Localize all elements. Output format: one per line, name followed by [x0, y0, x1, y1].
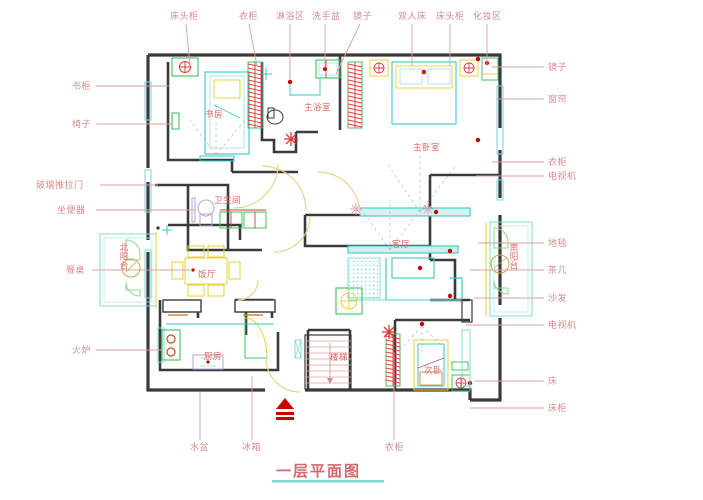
- annotation-bedside-cabinet: 床柜: [548, 404, 568, 414]
- annotation-tv-lower: 电视机: [548, 321, 577, 331]
- room-label-living-room: 客厅: [392, 240, 411, 250]
- room-label-kitchen: 厨房: [204, 352, 223, 362]
- annotation-makeup-area: 化妆区: [473, 12, 502, 22]
- annotation-leader-lines: [92, 23, 544, 440]
- room-study-furniture: [144, 57, 263, 299]
- annotation-nightstand-right: 床头柜: [436, 12, 465, 22]
- annotation-chair-left: 椅子: [72, 120, 92, 130]
- room-label-master-bathroom: 主浴室: [304, 103, 332, 113]
- annotation-double-bed: 双人床: [398, 12, 427, 22]
- title-underline: [272, 480, 384, 483]
- annotation-washbasin: 洗手盆: [312, 12, 341, 22]
- annotation-wardrobe-bottom: 衣柜: [385, 443, 405, 453]
- entrance-arrow: [276, 398, 294, 420]
- annotation-wardrobe-top: 衣柜: [239, 12, 259, 22]
- door-swings: [233, 163, 361, 393]
- room-living-furniture: [335, 200, 463, 315]
- annotation-carpet: 地毯: [548, 239, 568, 249]
- annotation-dining-table: 餐桌: [66, 266, 86, 276]
- room-kitchen-furniture: [157, 299, 276, 370]
- room-label-wc: 卫生间: [214, 196, 242, 206]
- room-label-second-bedroom: 次卧: [424, 366, 443, 376]
- annotation-stove: 火炉: [72, 346, 92, 356]
- annotation-glass-slide-door: 玻璃推拉门: [36, 181, 84, 191]
- room-label-north-balcony: 北阳台: [118, 243, 128, 270]
- room-dining-furniture: [171, 245, 241, 297]
- annotation-sofa: 沙发: [548, 294, 568, 304]
- annotation-coffee-table: 茶几: [548, 266, 568, 276]
- room-label-staircase: 楼梯: [330, 353, 349, 363]
- room-south-balcony: [461, 221, 533, 323]
- room-second-bedroom-furniture: [382, 321, 473, 392]
- annotation-mirror-right: 镜子: [548, 63, 568, 73]
- page-title: 一层平面图: [276, 462, 362, 480]
- leader-mirror-top: [335, 23, 361, 75]
- room-label-study: 书房: [205, 110, 224, 120]
- annotation-curtain: 窗帘: [548, 95, 568, 105]
- room-master-bedroom-furniture: [347, 56, 504, 217]
- room-label-dining-room: 饭厅: [198, 270, 217, 280]
- room-label-south-balcony: 南阳台: [508, 243, 518, 270]
- annotation-nightstand-top: 床头柜: [170, 12, 199, 22]
- room-label-master-bedroom: 主卧室: [413, 143, 441, 153]
- annotation-bed: 床: [548, 377, 558, 387]
- annotation-refrigerator: 冰箱: [242, 443, 262, 453]
- annotation-bookcase: 书柜: [72, 82, 92, 92]
- annotation-sink: 水盆: [190, 443, 210, 453]
- annotation-tv-upper: 电视机: [548, 172, 577, 182]
- annotation-shower-area: 淋浴区: [276, 12, 305, 22]
- annotation-toilet: 坐便器: [57, 206, 86, 216]
- staircase: [294, 334, 352, 390]
- leader-nightstand-top: [185, 23, 191, 67]
- leader-wardrobe-top: [248, 23, 258, 67]
- annotation-mirror-top: 镜子: [353, 12, 373, 22]
- annotation-wardrobe-right: 衣柜: [548, 158, 568, 168]
- room-wc-furniture: [156, 197, 267, 235]
